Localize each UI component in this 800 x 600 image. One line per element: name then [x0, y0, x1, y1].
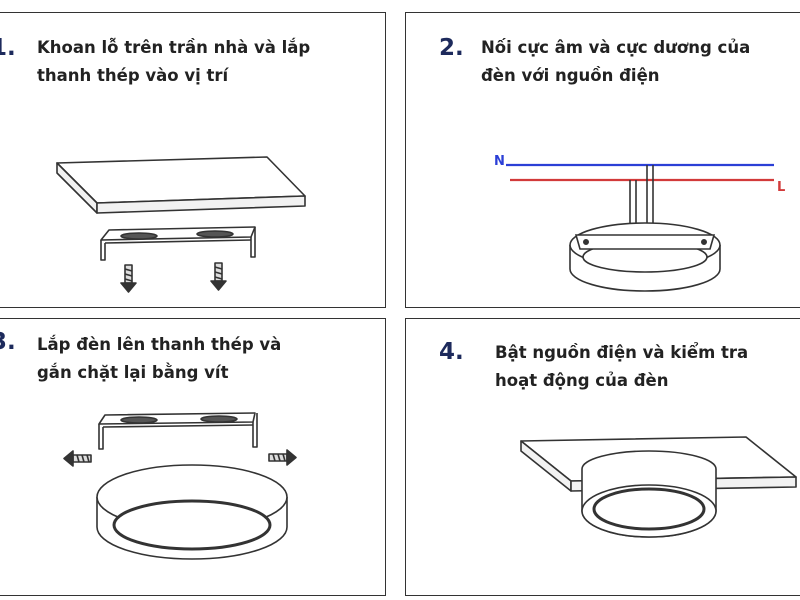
- round-led-light-icon: [569, 222, 721, 292]
- screw-icon: [120, 264, 137, 293]
- step-2-number: 2.: [439, 35, 464, 61]
- step-3-number: 3.: [0, 329, 16, 355]
- mounting-bracket-icon: [98, 412, 258, 450]
- step-1-caption-line-1: Khoan lỗ trên trần nhà và lắp: [37, 38, 311, 57]
- step-4-illustration: [520, 436, 797, 538]
- step-2-caption-line-1: Nối cực âm và cực dương của: [481, 38, 751, 57]
- step-3-caption-line-1: Lắp đèn lên thanh thép và: [37, 335, 282, 354]
- neutral-wire-label: N: [494, 154, 505, 169]
- step-3-panel: 3. Lắp đèn lên thanh thép và gắn chặt lạ…: [0, 318, 386, 596]
- step-3-caption-line-2: gắn chặt lại bằng vít: [37, 363, 229, 382]
- screw-icon: [210, 262, 227, 291]
- step-4-number: 4.: [439, 339, 464, 365]
- step-4-caption-line-1: Bật nguồn điện và kiểm tra: [495, 343, 749, 362]
- round-led-light-icon: [581, 450, 717, 538]
- step-2-panel: 2. Nối cực âm và cực dương của đèn với n…: [405, 12, 800, 308]
- step-2-illustration: N L: [494, 154, 785, 292]
- step-3-illustration: [63, 412, 297, 560]
- step-2-caption: Nối cực âm và cực dương của đèn với nguồ…: [481, 34, 750, 90]
- step-1-caption: Khoan lỗ trên trần nhà và lắp thanh thép…: [37, 34, 310, 90]
- step-3-caption: Lắp đèn lên thanh thép và gắn chặt lại b…: [37, 331, 281, 387]
- screw-icon: [63, 450, 92, 467]
- step-4-caption-line-2: hoạt động của đèn: [495, 371, 669, 390]
- step-1-caption-line-2: thanh thép vào vị trí: [37, 66, 229, 85]
- step-2-caption-line-2: đèn với nguồn điện: [481, 66, 660, 85]
- live-wire-label: L: [777, 180, 785, 195]
- step-4-caption: Bật nguồn điện và kiểm tra hoạt động của…: [495, 339, 748, 395]
- round-led-light-icon: [96, 464, 288, 560]
- step-1-illustration: [56, 156, 306, 293]
- step-4-panel: 4. Bật nguồn điện và kiểm tra hoạt động …: [405, 318, 800, 596]
- mounting-bracket-icon: [100, 226, 256, 261]
- ceiling-plate-icon: [56, 156, 306, 214]
- step-1-panel: 1. Khoan lỗ trên trần nhà và lắp thanh t…: [0, 12, 386, 308]
- step-1-number: 1.: [0, 35, 16, 61]
- screw-icon: [268, 449, 297, 466]
